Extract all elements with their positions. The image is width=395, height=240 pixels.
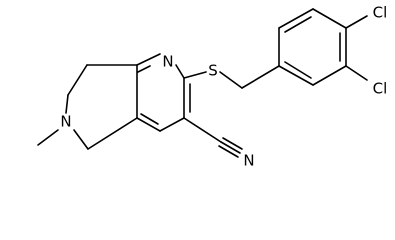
bond-ar-2-inner [284,16,312,33]
bond-cn-triple-2 [222,137,243,150]
bond-ar-6-inner [284,61,312,79]
bond-c8a-n1-inner [137,65,151,73]
bond-c3-cn [183,117,222,143]
bond-c4-c4a-inner [140,113,159,125]
pyridine-ring [136,53,191,132]
chlorine-para-label: Cl [373,4,388,22]
thioether-linker [183,65,280,89]
bond-n6-methyl [37,129,59,146]
bond-ar-6 [278,65,314,86]
bond-n6-c5 [73,129,89,150]
bond-ar-5 [312,65,347,86]
bond-cn-triple-1 [220,141,241,154]
bond-c8-c7 [67,64,88,96]
tetrahydro-ring [37,64,138,150]
bond-c5-c4a [87,117,138,150]
bond-ar-2 [278,8,314,29]
amine-nitrogen-label: N [60,113,71,131]
bond-ch2-aryl [241,65,280,89]
bond-c2-s [183,71,207,79]
bond-c7-n6 [65,94,69,114]
chlorine-meta-label: Cl [373,80,388,98]
bond-ar-3 [312,8,347,29]
bond-s-ch2 [219,71,243,89]
nitrile-group [183,117,243,158]
dichlorophenyl-ring [278,8,368,86]
bond-cn-triple-3 [218,145,239,158]
sulfur-label: S [208,62,218,80]
bond-c4-c4a [136,117,161,132]
pyridine-nitrogen-label: N [162,53,173,71]
bond-c-cl-para [345,15,368,29]
nitrile-nitrogen-label: N [243,152,254,170]
bond-c3-c4 [159,117,185,132]
bond-c-cl-meta [345,65,368,81]
chemical-structure: N S N N Cl Cl [37,4,388,170]
bond-n1-c2 [175,64,185,79]
bond-c8a-n1 [136,53,161,66]
